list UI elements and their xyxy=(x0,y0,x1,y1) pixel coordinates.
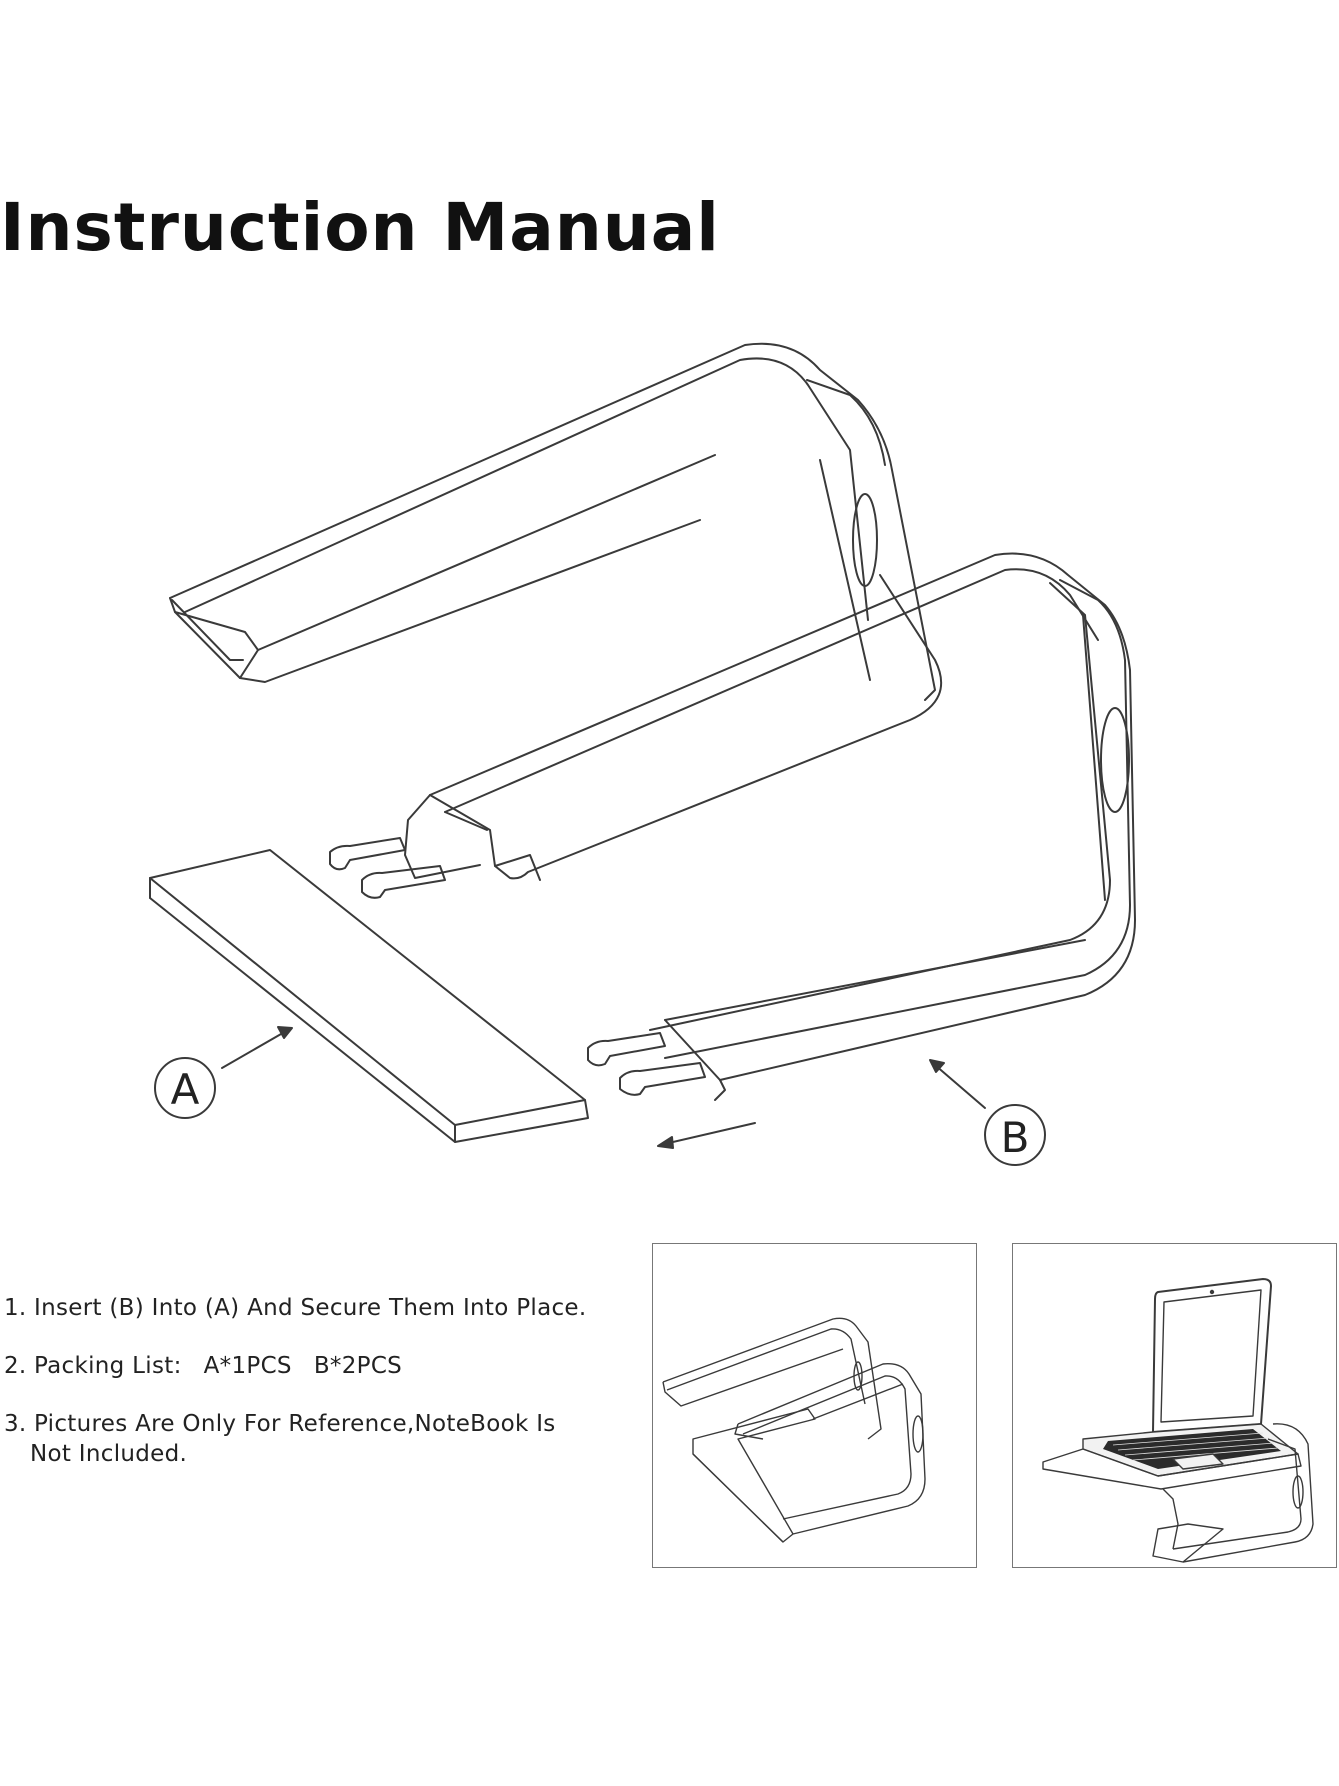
step-text: Insert (B) Into (A) And Secure Them Into… xyxy=(34,1295,587,1321)
step-3: 3. Pictures Are Only For Reference,NoteBo… xyxy=(0,1411,556,1467)
page-title: Instruction Manual xyxy=(0,189,720,266)
label-a: A xyxy=(171,1065,200,1114)
step-number: 3. xyxy=(4,1411,27,1437)
assembled-stand-panel xyxy=(652,1243,977,1568)
packing-item-a: A*1PCS xyxy=(203,1353,292,1379)
direction-arrow xyxy=(657,1122,756,1149)
step-number: 2. xyxy=(4,1353,27,1379)
exploded-assembly-diagram: A B xyxy=(149,342,1136,1166)
step-2: 2. Packing List: A*1PCS B*2PCS xyxy=(0,1353,402,1379)
leader-line-a xyxy=(221,1026,293,1069)
step-text: Packing List: xyxy=(34,1353,182,1379)
label-circle-a xyxy=(154,1057,216,1119)
leader-line-b xyxy=(929,1059,986,1109)
stand-piece-back xyxy=(169,342,936,701)
stand-with-laptop-panel xyxy=(1012,1243,1337,1568)
label-b: B xyxy=(1001,1113,1030,1162)
step-text: Pictures Are Only For Reference,NoteBook… xyxy=(34,1411,556,1437)
label-circle-b xyxy=(984,1104,1046,1166)
step-text-continued: Not Included. xyxy=(30,1441,188,1467)
packing-item-b: B*2PCS xyxy=(313,1353,403,1379)
stand-with-laptop-illustration xyxy=(1042,1278,1314,1563)
stand-piece-front xyxy=(329,552,1136,1101)
assembled-stand-illustration xyxy=(662,1317,926,1543)
step-number: 1. xyxy=(4,1295,27,1321)
base-plate-a xyxy=(149,849,589,1143)
step-1: 1. Insert (B) Into (A) And Secure Them In… xyxy=(0,1295,587,1321)
